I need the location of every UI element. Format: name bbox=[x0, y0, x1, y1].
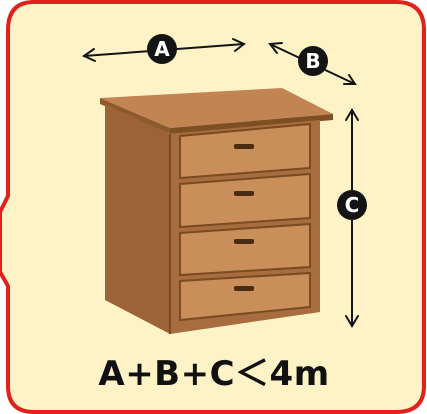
size-formula: A+B+C＜4m bbox=[98, 354, 330, 394]
badge-b: B bbox=[298, 46, 328, 76]
badge-c: C bbox=[337, 190, 367, 220]
badge-a: A bbox=[147, 34, 177, 64]
label-b: B bbox=[305, 49, 320, 73]
label-a: A bbox=[154, 37, 170, 61]
chest-of-drawers-icon bbox=[100, 88, 333, 334]
label-c: C bbox=[345, 193, 360, 217]
